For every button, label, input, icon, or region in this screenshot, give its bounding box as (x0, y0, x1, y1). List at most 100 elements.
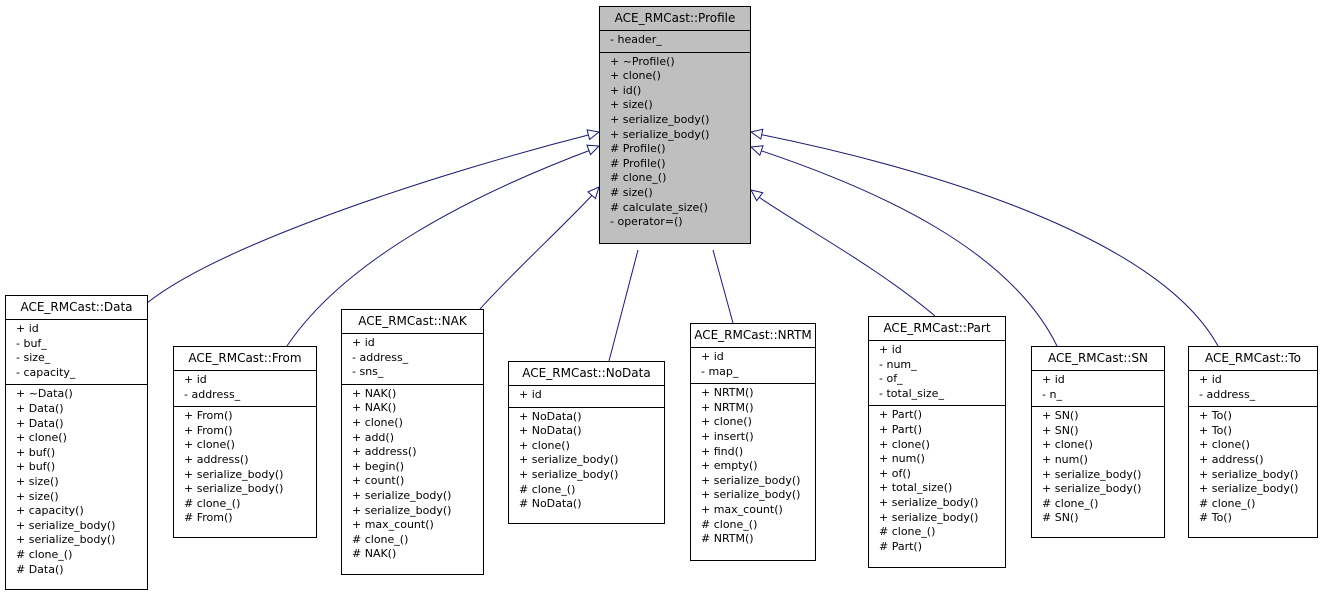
operation: + clone() (879, 437, 930, 451)
operation: + size() (16, 474, 59, 488)
operation: + SN() (1042, 423, 1079, 437)
operation: + Data() (16, 401, 64, 415)
class-box-sn[interactable]: ACE_RMCast::SN + id - n_ + SN() + SN() +… (1031, 346, 1165, 538)
operation: + NRTM() (701, 400, 754, 414)
operation: + add() (352, 430, 395, 444)
operation: + insert() (701, 429, 754, 443)
attribute-section: + id - map_ (691, 348, 815, 383)
operation: # NoData() (519, 497, 582, 511)
operation: # clone_() (519, 482, 576, 496)
attribute: + id (1199, 373, 1222, 386)
operation: + count() (352, 474, 405, 488)
operation: + serialize_body() (1042, 482, 1142, 496)
attribute: - buf_ (16, 336, 47, 350)
attribute: - capacity_ (16, 365, 76, 379)
attribute: + id (16, 322, 39, 335)
operation: # SN() (1042, 511, 1079, 525)
operation: # clone_() (352, 532, 409, 546)
attribute: + id (519, 388, 542, 401)
inheritance-edge-nak (479, 189, 598, 310)
inheritance-edge-nodata (608, 249, 639, 362)
attribute: - total_size_ (879, 386, 944, 400)
attribute: - sns_ (352, 365, 384, 379)
attribute-section: + id - address_ (174, 371, 316, 406)
operation: + buf() (16, 445, 56, 459)
operation: + begin() (352, 459, 405, 473)
class-box-nodata[interactable]: ACE_RMCast::NoData + id + NoData() + NoD… (508, 361, 665, 524)
operation: + serialize_body() (184, 482, 284, 496)
operation: + max_count() (701, 502, 783, 516)
operation: + NRTM() (701, 386, 754, 400)
operation: + size() (16, 489, 59, 503)
attribute: - address_ (184, 387, 241, 401)
operation: # clone_() (610, 171, 667, 185)
attribute: - num_ (879, 357, 917, 371)
class-name: ACE_RMCast::Profile (600, 7, 750, 31)
attribute: - address_ (352, 350, 409, 364)
attribute-section: + id - buf_ - size_ - capacity_ (6, 320, 147, 384)
operation: # clone_() (879, 525, 936, 539)
operation: + Part() (879, 422, 923, 436)
operation: + serialize_body() (1199, 482, 1299, 496)
operation: + address() (1199, 452, 1264, 466)
class-box-data[interactable]: ACE_RMCast::Data + id - buf_ - size_ - c… (5, 295, 148, 590)
operation: + serialize_body() (1042, 467, 1142, 481)
operation: + clone() (352, 415, 403, 429)
class-name: ACE_RMCast::From (174, 347, 316, 371)
operation-section: + ~Data() + Data() + Data() + clone() + … (6, 384, 147, 581)
attribute: + id (701, 350, 724, 363)
operation: + serialize_body() (352, 488, 452, 502)
operation: + serialize_body() (879, 510, 979, 524)
operation: + serialize_body() (16, 518, 116, 532)
attribute: - header_ (610, 33, 662, 46)
inheritance-arrowhead-data (586, 129, 601, 141)
operation-section: + From() + From() + clone() + address() … (174, 406, 316, 530)
operation: # clone_() (184, 496, 241, 510)
operation: # NRTM() (701, 532, 754, 546)
operation: # clone_() (701, 517, 758, 531)
operation: + of() (879, 466, 911, 480)
attribute: - size_ (16, 351, 51, 365)
inheritance-edge-nrtm (712, 249, 734, 324)
inheritance-arrowhead-to (749, 128, 764, 140)
class-name: ACE_RMCast::SN (1032, 347, 1164, 371)
attribute-section: + id - address_ - sns_ (342, 334, 483, 384)
operation: + clone() (701, 415, 752, 429)
operation: + serialize_body() (879, 495, 979, 509)
attribute: + id (879, 343, 902, 356)
class-box-nak[interactable]: ACE_RMCast::NAK + id - address_ - sns_ +… (341, 309, 484, 575)
operation: + Data() (16, 416, 64, 430)
class-name: ACE_RMCast::NoData (509, 362, 664, 386)
attribute: + id (352, 336, 375, 349)
class-box-to[interactable]: ACE_RMCast::To + id - address_ + To() + … (1188, 346, 1318, 538)
operation: + Part() (879, 408, 923, 422)
operation: + SN() (1042, 409, 1079, 423)
operation-section: + NAK() + NAK() + clone() + add() + addr… (342, 383, 483, 566)
class-box-part[interactable]: ACE_RMCast::Part + id - num_ - of_ - tot… (868, 316, 1006, 568)
operation: + clone() (610, 69, 661, 83)
attribute: - n_ (1042, 387, 1062, 401)
operation: # calculate_size() (610, 200, 708, 214)
operation: + serialize_body() (1199, 467, 1299, 481)
operation: + clone() (1199, 438, 1250, 452)
operation: # clone_() (1199, 496, 1256, 510)
class-box-from[interactable]: ACE_RMCast::From + id - address_ + From(… (173, 346, 317, 538)
class-box-profile[interactable]: ACE_RMCast::Profile - header_ + ~Profile… (599, 6, 751, 244)
attribute: - of_ (879, 372, 903, 386)
operation: # clone_() (16, 547, 73, 561)
attribute-section: + id (509, 386, 664, 407)
attribute-section: + id - n_ (1032, 371, 1164, 406)
attribute: + id (1042, 373, 1065, 386)
operation: + serialize_body() (519, 453, 619, 467)
operation: + ~Data() (16, 387, 73, 401)
class-box-nrtm[interactable]: ACE_RMCast::NRTM + id - map_ + NRTM() + … (690, 323, 816, 561)
operation: # clone_() (1042, 496, 1099, 510)
operation: # Data() (16, 562, 64, 576)
operation: + From() (184, 423, 233, 437)
operation: + serialize_body() (701, 473, 801, 487)
operation: # Profile() (610, 156, 666, 170)
operation: # NAK() (352, 547, 397, 561)
operation: + NoData() (519, 409, 582, 423)
operation: + num() (1042, 452, 1088, 466)
operation: + num() (879, 452, 925, 466)
